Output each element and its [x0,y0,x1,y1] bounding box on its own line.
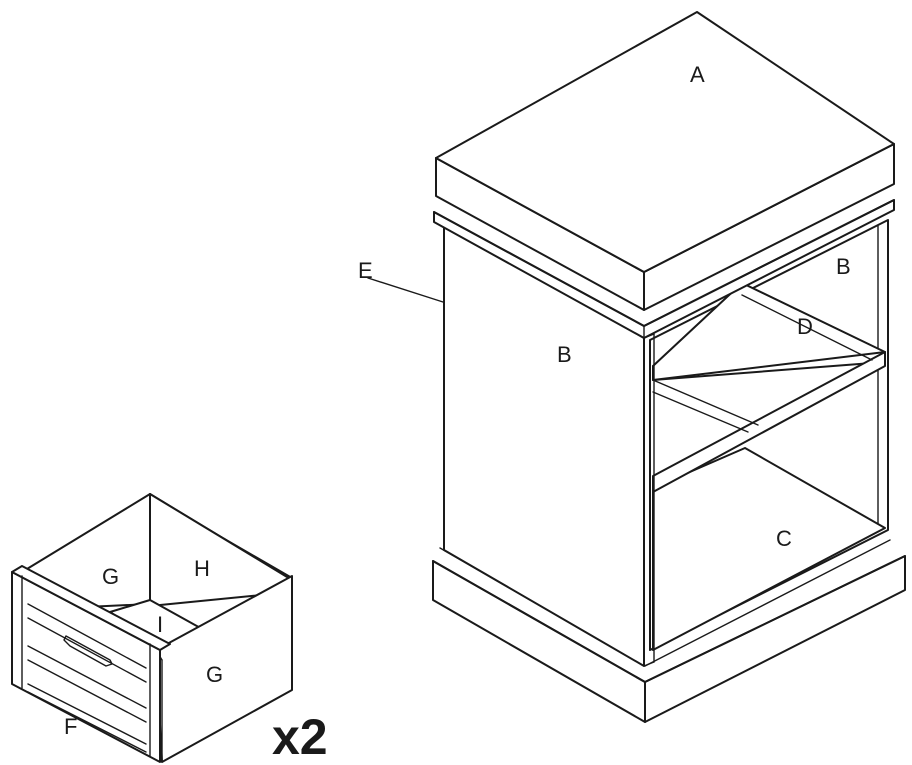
label-g-inner: G [102,564,119,589]
drawer-handle [63,635,113,667]
label-f: F [64,714,77,739]
drawer [11,493,293,763]
quantity-label: x2 [272,709,328,765]
label-b-side: B [557,342,572,367]
cabinet [367,11,906,723]
shelf-rail [652,282,886,493]
label-e: E [358,258,373,283]
label-c: C [776,526,792,551]
label-b-back: B [836,254,851,279]
label-h: H [194,556,210,581]
top-panel [435,11,895,311]
drawer-front [11,565,171,763]
label-i: I [157,612,163,637]
leader-line-e [367,277,444,303]
labels: A B B D C E G H I G F x2 [64,62,851,765]
label-d: D [797,314,813,339]
label-g-outer: G [206,662,223,687]
top-frame [433,199,895,339]
label-a: A [690,62,705,87]
